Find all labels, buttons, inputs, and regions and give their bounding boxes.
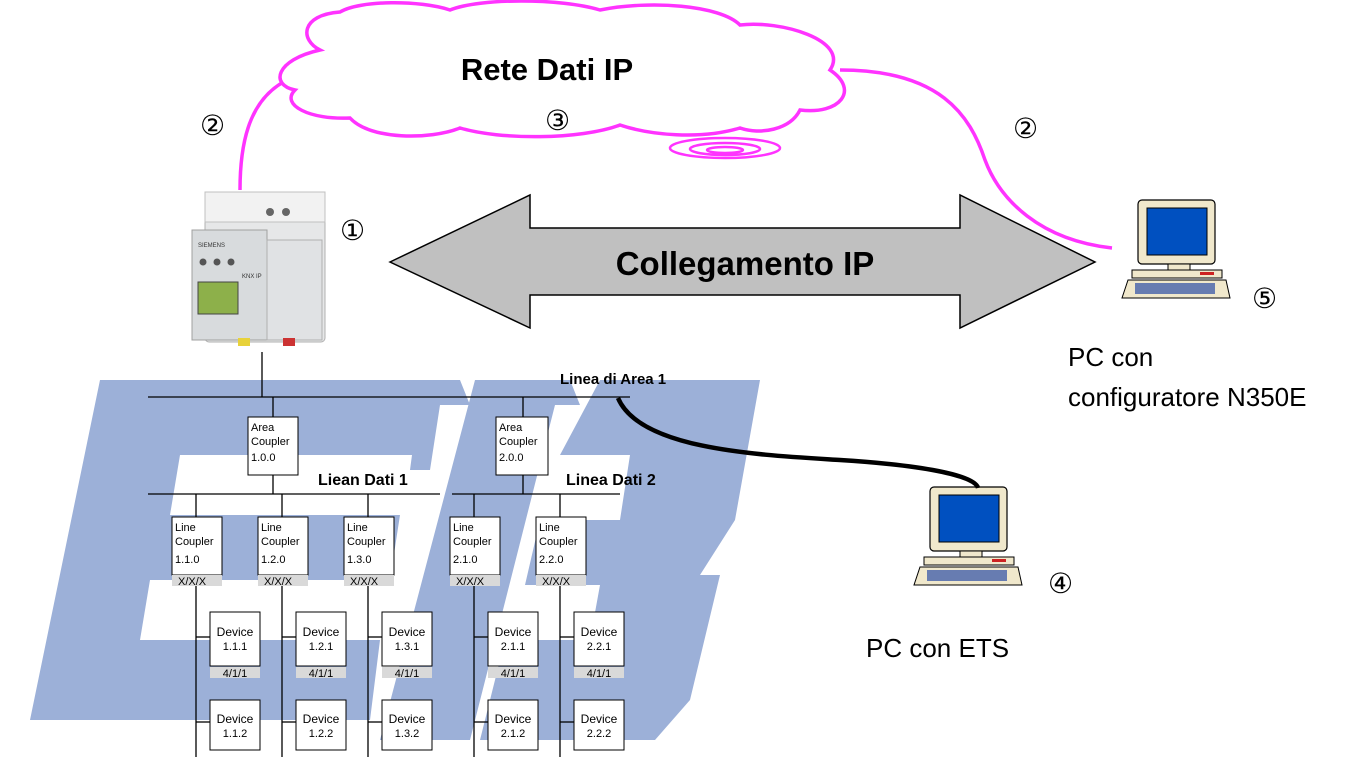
marker-4: ④ — [1048, 568, 1073, 599]
svg-text:2.2.0: 2.2.0 — [539, 554, 563, 566]
svg-text:Coupler: Coupler — [251, 436, 290, 448]
cloud-label: Rete Dati IP — [461, 52, 633, 87]
marker-3: ③ — [545, 105, 570, 136]
area-coupler: Area Coupler 1.0.0 — [247, 416, 299, 476]
data-line-label-1: Liean Dati 1 — [318, 472, 408, 489]
marker-1: ① — [340, 215, 365, 246]
desktop-pc-icon-ets — [913, 486, 1023, 586]
gateway-model: KNX IP — [242, 274, 262, 280]
svg-text:Coupler: Coupler — [499, 436, 538, 448]
knx-ip-gateway-icon: SIEMENS KNX IP — [191, 191, 326, 346]
svg-text:Coupler: Coupler — [453, 536, 492, 548]
device: Device 2.2.1 4/1/1 — [573, 611, 625, 680]
ets-cable — [615, 397, 981, 490]
line-coupler: Line Coupler 1.3.0 X/X/X — [343, 516, 395, 588]
svg-text:Device: Device — [389, 625, 426, 639]
svg-text:Coupler: Coupler — [261, 536, 300, 548]
device: Device 2.1.2 — [487, 699, 539, 751]
svg-text:Area: Area — [251, 422, 275, 434]
svg-text:Coupler: Coupler — [347, 536, 386, 548]
svg-text:Device: Device — [217, 625, 254, 639]
svg-text:Coupler: Coupler — [539, 536, 578, 548]
svg-text:2.1.1: 2.1.1 — [501, 641, 525, 653]
device: Device 2.2.2 — [573, 699, 625, 751]
svg-text:X/X/X: X/X/X — [456, 576, 485, 588]
svg-text:1.2.2: 1.2.2 — [309, 728, 333, 740]
svg-text:Area: Area — [499, 422, 523, 434]
cloud-icon — [278, 0, 847, 160]
svg-text:1.3.2: 1.3.2 — [395, 728, 419, 740]
svg-text:Device: Device — [303, 625, 340, 639]
svg-text:1.1.1: 1.1.1 — [223, 641, 247, 653]
line-coupler: Line Coupler 2.1.0 X/X/X — [449, 516, 501, 588]
pc-ets-label: PC con ETS — [866, 633, 1009, 663]
double-arrow-icon — [388, 193, 1097, 330]
svg-text:Line: Line — [453, 522, 474, 534]
device: Device 1.3.1 4/1/1 — [381, 611, 433, 680]
svg-text:Line: Line — [347, 522, 368, 534]
device: Device 1.3.2 — [381, 699, 433, 751]
svg-text:1.3.0: 1.3.0 — [347, 554, 371, 566]
svg-text:4/1/1: 4/1/1 — [395, 668, 419, 680]
svg-text:1.3.1: 1.3.1 — [395, 641, 419, 653]
line-coupler: Line Coupler 1.2.0 X/X/X — [257, 516, 309, 588]
svg-text:4/1/1: 4/1/1 — [223, 668, 247, 680]
desktop-pc-icon-n350e — [1121, 199, 1231, 299]
ip-line-right — [839, 68, 1113, 250]
knx-bus-lines — [148, 352, 630, 757]
data-line-label-2: Linea Dati 2 — [566, 472, 656, 489]
svg-text:Device: Device — [581, 625, 618, 639]
marker-5: ⑤ — [1252, 283, 1277, 314]
device: Device 1.2.1 4/1/1 — [295, 611, 347, 680]
gateway-brand: SIEMENS — [198, 243, 225, 249]
pc-n350e-label-line1: PC con — [1068, 342, 1153, 372]
cloud-tail-loop — [668, 136, 782, 160]
device: Device 1.2.2 — [295, 699, 347, 751]
svg-text:Device: Device — [581, 712, 618, 726]
svg-text:X/X/X: X/X/X — [264, 576, 293, 588]
svg-text:Device: Device — [389, 712, 426, 726]
link-label: Collegamento IP — [616, 245, 875, 282]
device: Device 1.1.1 4/1/1 — [209, 611, 261, 680]
svg-text:4/1/1: 4/1/1 — [587, 668, 611, 680]
svg-text:1.1.0: 1.1.0 — [175, 554, 199, 566]
svg-text:1.2.0: 1.2.0 — [261, 554, 285, 566]
svg-text:X/X/X: X/X/X — [178, 576, 207, 588]
svg-text:X/X/X: X/X/X — [542, 576, 571, 588]
marker-2-right: ② — [1013, 113, 1038, 144]
svg-text:4/1/1: 4/1/1 — [501, 668, 525, 680]
area-coupler: Area Coupler 2.0.0 — [495, 416, 549, 476]
area-line-label: Linea di Area 1 — [560, 371, 666, 388]
svg-text:1.1.2: 1.1.2 — [223, 728, 247, 740]
svg-text:Coupler: Coupler — [175, 536, 214, 548]
svg-text:X/X/X: X/X/X — [350, 576, 379, 588]
device: Device 1.1.2 — [209, 699, 261, 751]
line-coupler: Line Coupler 2.2.0 X/X/X — [535, 516, 587, 588]
svg-text:2.0.0: 2.0.0 — [499, 452, 523, 464]
svg-text:1.2.1: 1.2.1 — [309, 641, 333, 653]
svg-text:2.2.1: 2.2.1 — [587, 641, 611, 653]
eib-logo-icon — [30, 380, 760, 740]
svg-text:2.2.2: 2.2.2 — [587, 728, 611, 740]
svg-text:2.1.2: 2.1.2 — [501, 728, 525, 740]
marker-2-left: ② — [200, 110, 225, 141]
svg-text:4/1/1: 4/1/1 — [309, 668, 333, 680]
device: Device 2.1.1 4/1/1 — [487, 611, 539, 680]
svg-text:Line: Line — [261, 522, 282, 534]
line-coupler: Line Coupler 1.1.0 X/X/X — [171, 516, 223, 588]
svg-text:Line: Line — [175, 522, 196, 534]
svg-text:2.1.0: 2.1.0 — [453, 554, 477, 566]
svg-text:Device: Device — [495, 625, 532, 639]
svg-text:Device: Device — [303, 712, 340, 726]
svg-text:1.0.0: 1.0.0 — [251, 452, 275, 464]
svg-text:Device: Device — [217, 712, 254, 726]
svg-text:Line: Line — [539, 522, 560, 534]
pc-n350e-label-line2: configuratore N350E — [1068, 382, 1306, 412]
svg-text:Device: Device — [495, 712, 532, 726]
